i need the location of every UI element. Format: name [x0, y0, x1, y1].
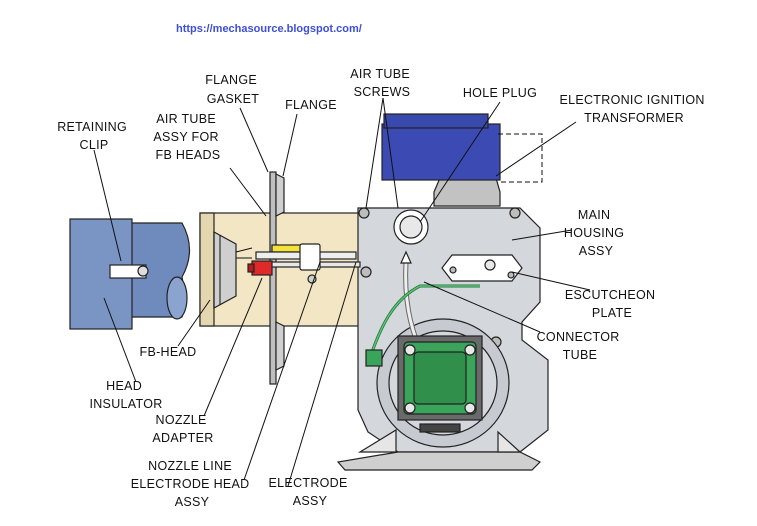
air-tube: [199, 212, 363, 327]
label-flange-gasket: FLANGE GASKET: [205, 73, 261, 106]
label-air-tube-screws: AIR TUBE SCREWS: [350, 67, 414, 99]
label-head-insulator: HEAD INSULATOR: [89, 379, 162, 411]
label-air-tube-assy: AIR TUBE ASSY FOR FB HEADS: [153, 112, 222, 162]
ignition-transformer: [381, 113, 543, 207]
label-connector-tube: CONNECTOR TUBE: [537, 330, 624, 362]
label-main-housing: MAIN HOUSING ASSY: [564, 208, 628, 258]
nozzle-line-assy: [235, 243, 361, 284]
source-url[interactable]: https://mechasource.blogspot.com/: [176, 23, 362, 35]
label-hole-plug: HOLE PLUG: [463, 86, 537, 100]
label-escutcheon-plate: ESCUTCHEON PLATE: [565, 288, 659, 320]
base-plate: [336, 428, 542, 471]
fuel-pump: [365, 284, 483, 433]
labels: FLANGE GASKET FLANGE AIR TUBE SCREWS HOL…: [57, 67, 708, 509]
label-fb-head: FB-HEAD: [140, 345, 197, 359]
label-retaining-clip: RETAINING CLIP: [57, 120, 131, 152]
head-insulator: [69, 218, 191, 330]
label-nozzle-line-electrode: NOZZLE LINE ELECTRODE HEAD ASSY: [131, 459, 254, 509]
escutcheon-plate: [441, 254, 523, 282]
label-flange: FLANGE: [285, 98, 337, 112]
label-ignition-transformer: ELECTRONIC IGNITION TRANSFORMER: [559, 93, 708, 125]
label-electrode-assy: ELECTRODE ASSY: [269, 476, 352, 508]
leader-lines: [93, 97, 591, 487]
label-nozzle-adapter: NOZZLE ADAPTER: [152, 413, 213, 445]
